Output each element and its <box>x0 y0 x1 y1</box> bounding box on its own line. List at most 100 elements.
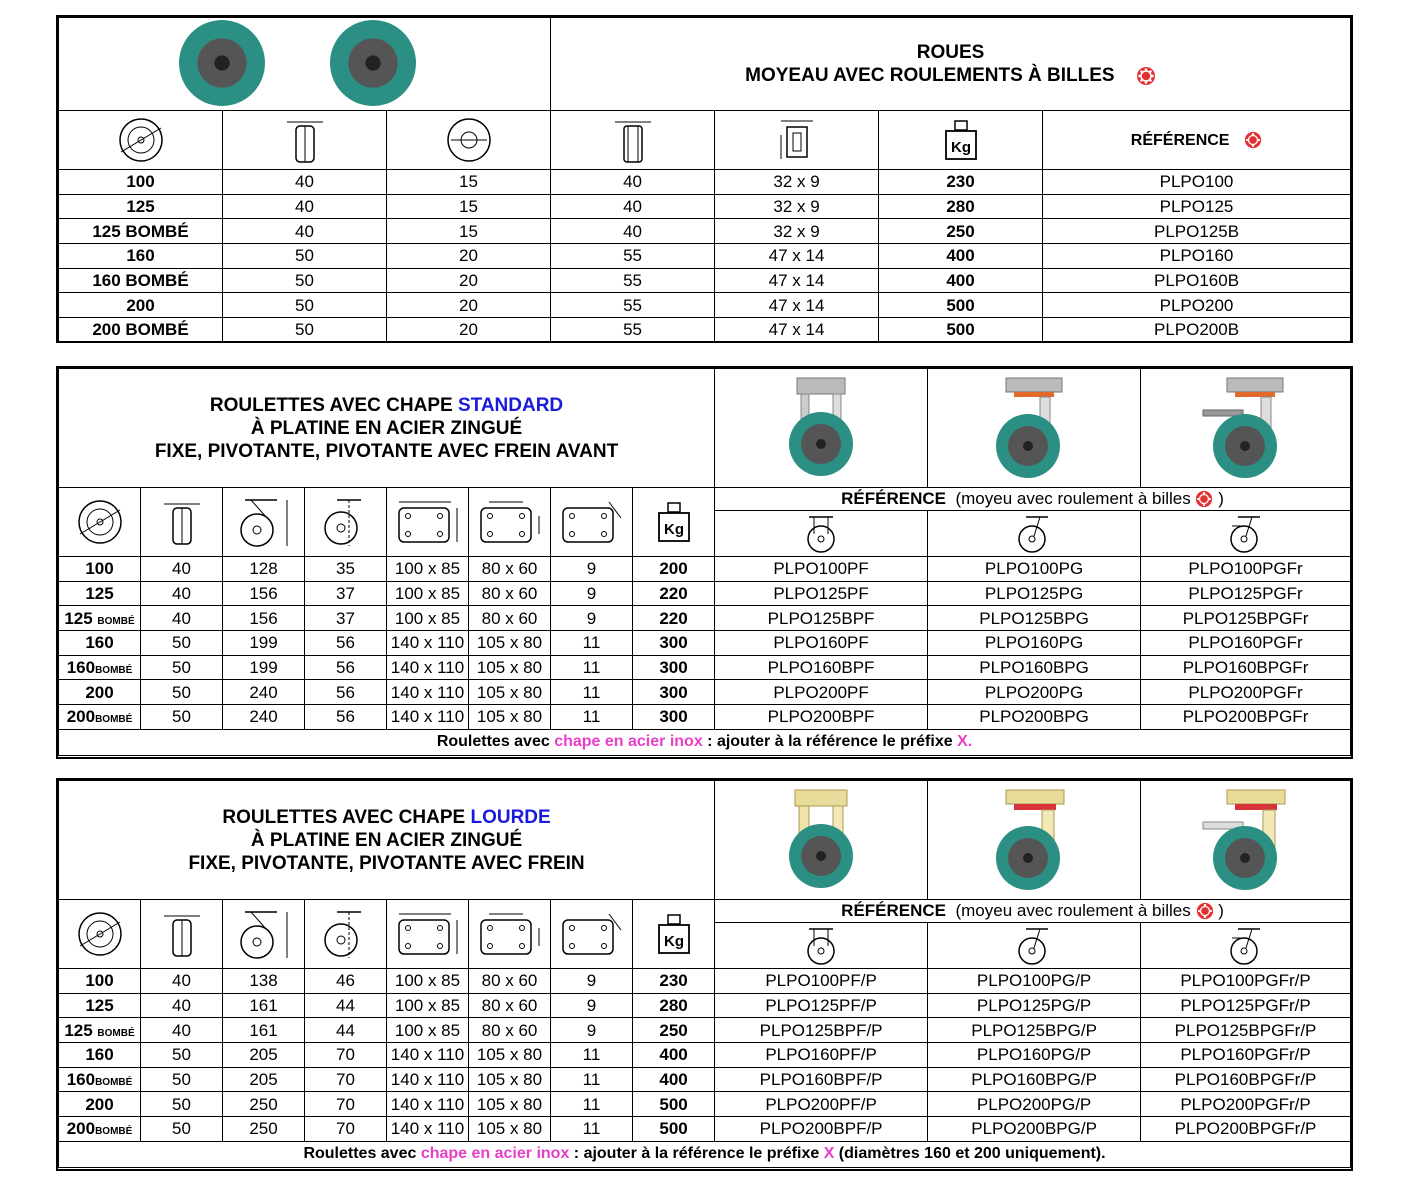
fixed-ref-cell: PLPO125BPF <box>714 605 929 632</box>
plate-size-cell: 100 x 85 <box>386 968 469 994</box>
width-cell: 40 <box>140 556 223 582</box>
bolt-hole-icon <box>561 501 621 543</box>
width-cell: 50 <box>222 243 387 269</box>
ball-bearing-icon <box>1196 491 1213 508</box>
fixed-caster-photo <box>714 368 929 488</box>
fixed-height-icon-cell <box>222 487 305 557</box>
width-cell: 50 <box>140 1091 223 1118</box>
load-icon-cell: Kg <box>631 899 716 969</box>
stainless-note: Roulettes avec chape en acier inox : ajo… <box>58 1140 1351 1168</box>
swivel-brake-ref-cell: PLPO125BPGFr/P <box>1140 1017 1351 1044</box>
width-cell: 40 <box>140 992 223 1019</box>
width-cell: 50 <box>140 630 223 656</box>
height-cell: 240 <box>222 704 305 730</box>
height-cell: 161 <box>222 992 305 1019</box>
swivel-ref-cell: PLPO125BPG/P <box>927 1017 1142 1044</box>
swivel-ref-cell: PLPO160BPG <box>927 654 1142 681</box>
diameter-cell: 200 BOMBÉ <box>58 317 223 343</box>
swivel-ref-cell: PLPO160BPG/P <box>927 1066 1142 1093</box>
plate-size-cell: 140 x 110 <box>386 1116 469 1142</box>
hub-length-cell: 55 <box>550 317 716 343</box>
hole-spacing-icon-cell <box>468 487 551 557</box>
load-cell: 250 <box>878 218 1044 245</box>
load-cell: 500 <box>631 1116 716 1142</box>
swivel-offset-icon <box>323 911 361 958</box>
swivel-ref-cell: PLPO100PG <box>927 556 1142 582</box>
diameter-cell: 125 <box>58 193 223 220</box>
offset-cell: 37 <box>304 580 387 607</box>
load-cell: 400 <box>631 1066 716 1093</box>
width-icon-cell <box>140 487 223 557</box>
swivel-brake-ref-cell: PLPO125PGFr/P <box>1140 992 1351 1019</box>
swivel-ref-cell: PLPO200PG <box>927 679 1142 706</box>
height-cell: 199 <box>222 630 305 656</box>
fixed-caster-photo <box>714 780 929 900</box>
swivel-brake-ref-cell: PLPO200BPGFr/P <box>1140 1116 1351 1142</box>
reference-cell: PLPO125 <box>1042 193 1351 220</box>
plate-size-cell: 100 x 85 <box>386 556 469 582</box>
load-weight-icon: Kg <box>657 502 690 542</box>
fixed-ref-cell: PLPO125PF/P <box>714 992 929 1019</box>
offset-cell: 44 <box>304 992 387 1019</box>
hub-length-cell: 40 <box>550 193 716 220</box>
plate-size-cell: 140 x 110 <box>386 704 469 730</box>
wheel-diameter-icon <box>77 912 122 956</box>
diameter-value: 200 <box>66 707 96 727</box>
diameter-icon-cell <box>58 110 223 170</box>
diameter-cell: 160 <box>58 1042 141 1068</box>
plate-size-cell: 140 x 110 <box>386 1091 469 1118</box>
hub-cell: 20 <box>385 243 552 269</box>
swivel-ref-cell: PLPO100PG/P <box>927 968 1142 994</box>
hole-spacing-cell: 105 x 80 <box>468 1091 551 1118</box>
load-cell: 500 <box>878 292 1044 319</box>
bearing-cell: 47 x 14 <box>714 292 880 319</box>
bombe-label: BOMBÉ <box>97 615 135 627</box>
hole-spacing-cell: 105 x 80 <box>468 679 551 706</box>
bolt-cell: 9 <box>550 556 633 582</box>
load-icon-cell: Kg <box>878 110 1044 170</box>
hub-length-cell: 40 <box>550 218 716 245</box>
lourde-table: ROULETTES AVEC CHAPE LOURDE À PLATINE EN… <box>57 780 1351 1168</box>
height-cell: 205 <box>222 1066 305 1093</box>
bolt-icon-cell <box>550 899 633 969</box>
swivel-ref-cell: PLPO125BPG <box>927 605 1142 632</box>
load-cell: 300 <box>631 679 716 706</box>
hub-diameter-icon <box>446 118 491 162</box>
diameter-cell: 160BOMBÉ <box>58 1066 141 1093</box>
plate-size-icon <box>397 913 457 955</box>
diameter-cell: 160BOMBÉ <box>58 654 141 681</box>
swivel-caster-photo <box>927 780 1142 900</box>
load-cell: 400 <box>878 243 1044 269</box>
diameter-cell: 200 <box>58 679 141 706</box>
swivel-brake-caster-icon <box>1229 515 1260 553</box>
diameter-cell: 125 BOMBÉ <box>58 1017 141 1044</box>
diameter-value: 160 <box>66 658 96 678</box>
width-cell: 50 <box>222 267 387 294</box>
standard-title: ROULETTES AVEC CHAPE STANDARD <box>209 394 564 416</box>
standard-section: ROULETTES AVEC CHAPE STANDARD À PLATINE … <box>56 366 1353 759</box>
fixed-ref-cell: PLPO100PF <box>714 556 929 582</box>
swivel-brake-ref-cell: PLPO100PGFr/P <box>1140 968 1351 994</box>
fixed-ref-cell: PLPO200PF/P <box>714 1091 929 1118</box>
wheel-width-icon <box>286 121 323 163</box>
diameter-cell: 200 <box>58 1091 141 1118</box>
swivel-ref-cell: PLPO125PG <box>927 580 1142 607</box>
diameter-cell: 125 <box>58 992 141 1019</box>
diameter-cell: 100 <box>58 968 141 994</box>
hole-spacing-cell: 105 x 80 <box>468 1066 551 1093</box>
load-icon-cell: Kg <box>631 487 716 557</box>
reference-cell: PLPO125B <box>1042 218 1351 245</box>
swivel-brake-icon-cell <box>1140 510 1351 557</box>
width-cell: 50 <box>140 1116 223 1142</box>
hub-cell: 15 <box>385 169 552 195</box>
swivel-ref-cell: PLPO200BPG <box>927 704 1142 730</box>
swivel-caster-photo <box>927 368 1142 488</box>
height-cell: 240 <box>222 679 305 706</box>
hub-length-icon-cell <box>550 110 716 170</box>
bolt-cell: 9 <box>550 605 633 632</box>
diameter-cell: 100 <box>58 556 141 582</box>
